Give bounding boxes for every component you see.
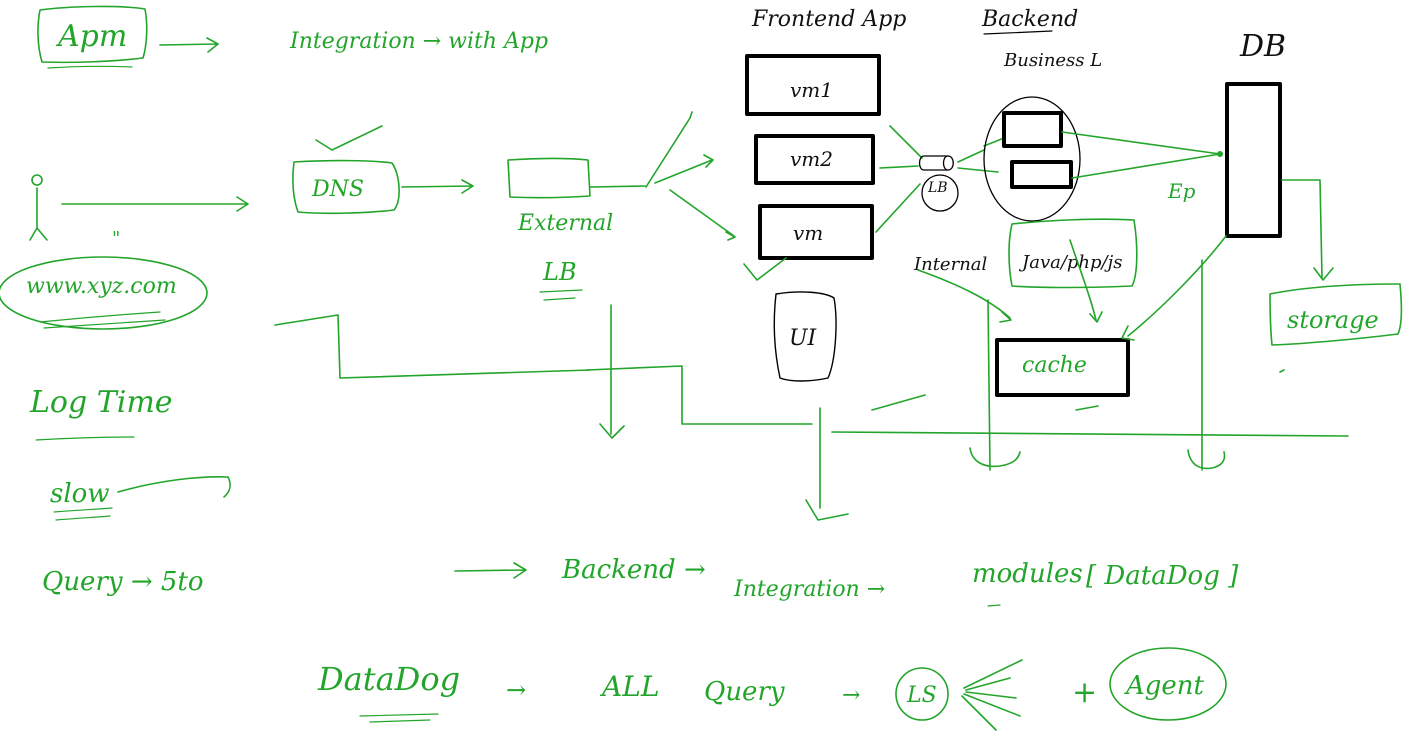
lb-to-backend-lines [957, 137, 1005, 173]
storage-box [1269, 283, 1403, 346]
bottom-integration-label: Integration → [733, 577, 885, 602]
external-label: External [517, 211, 613, 236]
internal-lb-circle [921, 174, 959, 212]
agent-ellipse [1109, 647, 1227, 721]
backend-server-1 [1002, 111, 1063, 148]
frontend-group: Frontend App vm1 vm2 vm UI [743, 7, 923, 382]
dns-label: DNS [311, 177, 364, 202]
url-ellipse [0, 256, 208, 330]
internal-to-cache-arrow [917, 269, 1012, 323]
vm1-box [745, 54, 881, 116]
slow-arrow [117, 476, 231, 498]
internal-lb-label: LB [927, 180, 948, 196]
vm3-label: vm [793, 221, 823, 245]
client-url-label: www.xyz.com [26, 274, 177, 299]
slow-label: slow [50, 479, 110, 509]
cache-label: cache [1022, 353, 1087, 378]
log-time-label: Log Time [29, 385, 173, 420]
backend-tech-label: Java/php/js [1018, 252, 1122, 273]
apm-arrow [159, 37, 219, 53]
internal-lb-group: LB Internal [913, 137, 1005, 275]
left-notes: Log Time slow Query → 5to [29, 385, 231, 597]
down-arrow-2 [805, 407, 849, 521]
plus-label: + [1072, 675, 1097, 710]
backend-title: Backend [981, 7, 1078, 32]
vm1-label: vm1 [790, 78, 833, 102]
db-to-cache-arrow [1121, 235, 1227, 341]
bottom-datadog-bracket-label: [ DataDog ] [1086, 561, 1239, 591]
bottom-arrow-2: → [842, 683, 860, 708]
client-to-dns-arrow [61, 196, 249, 212]
db-ep-label: Ep [1167, 179, 1196, 203]
integration-with-app-label: Integration → with App [289, 29, 548, 54]
cache-box [995, 338, 1130, 397]
apm-group: Apm Integration → with App [37, 5, 548, 69]
dns-to-lb-arrow [401, 179, 474, 194]
apm-box [37, 5, 148, 64]
db-group: DB Ep storage [1121, 29, 1403, 346]
db-to-storage-arrow [1281, 179, 1334, 281]
ditto-mark: " [112, 228, 120, 249]
vm2-label: vm2 [790, 147, 833, 171]
backend-subtitle: Business L [1003, 50, 1102, 71]
down-arrow-1 [599, 304, 625, 439]
vm-to-internal-lb-lines [875, 125, 923, 233]
ls-label: LS [906, 683, 937, 708]
backend-tech-box [1008, 218, 1138, 289]
bottom-backend-label: Backend → [561, 555, 706, 585]
internal-lb-cylinder-icon [918, 155, 954, 171]
ui-box [773, 291, 837, 382]
dns-box [292, 159, 400, 215]
backend-server-2 [1010, 160, 1073, 189]
db-title: DB [1239, 29, 1286, 64]
agent-label: Agent [1124, 671, 1205, 701]
internal-label: Internal [913, 254, 988, 275]
ui-label: UI [789, 326, 818, 351]
query-label: Query → 5to [42, 567, 204, 597]
stick-figure-icon [29, 174, 48, 241]
bottom-query-label: Query [704, 677, 785, 707]
backend-group: Backend Business L Java/php/js cache [917, 7, 1221, 397]
bottom-datadog-label: DataDog [317, 660, 460, 698]
db-endpoint-dot [1217, 151, 1223, 157]
bottom-arrow-1: → [506, 676, 526, 704]
client-group: " www.xyz.com [0, 174, 249, 330]
vm3-box [758, 204, 874, 260]
vm2-box [754, 134, 875, 185]
dns-checkmark-icon [315, 125, 383, 151]
dns-group: DNS [292, 125, 474, 215]
lb-fanout-lines [589, 111, 736, 241]
bottom-row-1: Backend → Integration → modules [ DataDo… [454, 555, 1239, 607]
bottom-all-label: ALL [599, 670, 659, 703]
bottom-modules-label: modules [972, 559, 1083, 589]
backend-ellipse [983, 96, 1081, 222]
backend-to-db-lines [1061, 131, 1221, 179]
external-lb-box [507, 157, 591, 199]
external-lb-group: External LB [507, 111, 736, 301]
external-lb-label: LB [542, 258, 577, 286]
bottom-row-2: DataDog → ALL Query → LS + Agent [317, 647, 1227, 731]
storage-label: storage [1287, 306, 1379, 334]
apm-label: Apm [55, 19, 127, 54]
query-to-backend-arrow [454, 562, 527, 579]
ls-fan-lines [961, 659, 1023, 731]
frontend-title: Frontend App [751, 7, 906, 32]
vm-checkmark-icon [743, 257, 787, 281]
ls-circle [895, 667, 949, 721]
timeline-lines [274, 259, 1349, 521]
tech-to-cache-arrow [1069, 239, 1103, 323]
db-box [1225, 82, 1282, 238]
